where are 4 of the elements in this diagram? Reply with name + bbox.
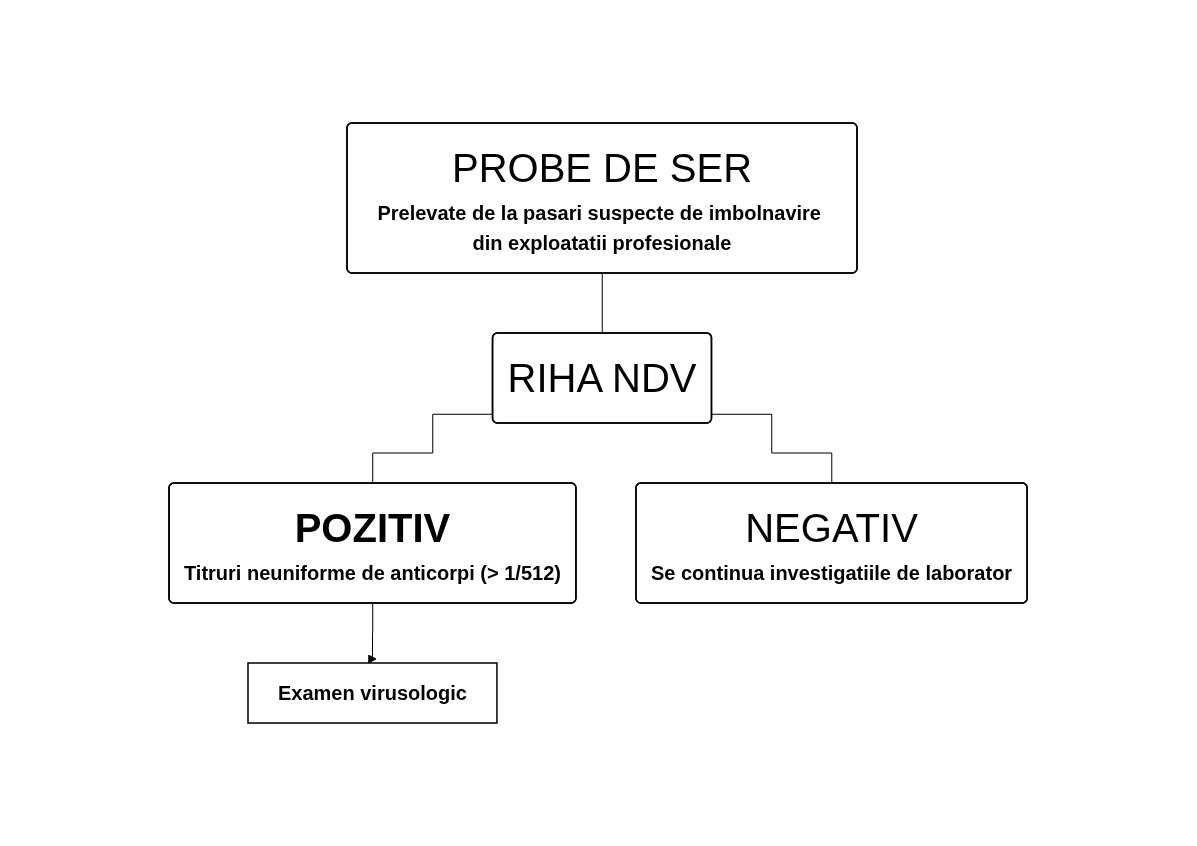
connector [711, 413, 833, 484]
connector [602, 273, 604, 334]
arrow [368, 603, 378, 664]
node-box: Examen virusologic [247, 662, 499, 724]
